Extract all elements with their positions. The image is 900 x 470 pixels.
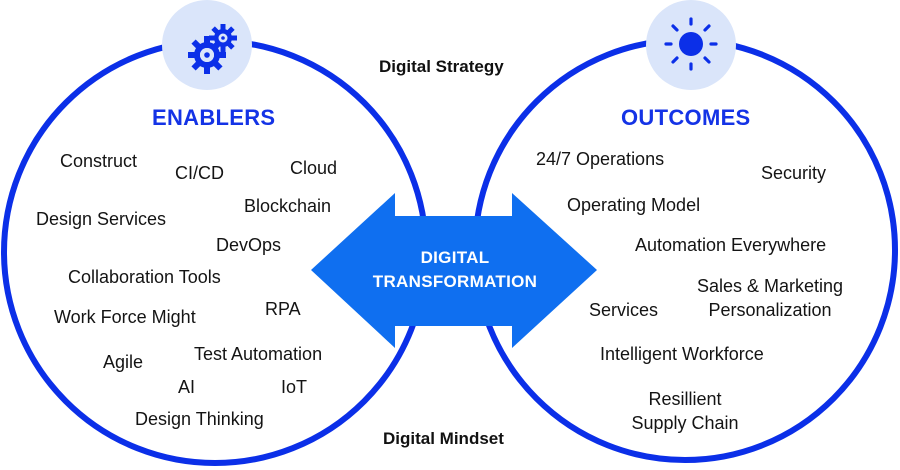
outcome-intelligent-workforce: Intelligent Workforce (600, 344, 764, 364)
arrow-label: DIGITAL TRANSFORMATION (340, 246, 570, 294)
enabler-iot: IoT (281, 377, 308, 397)
enabler-design-services: Design Services (36, 209, 167, 229)
enabler-rpa: RPA (265, 299, 301, 319)
outcome-security: Security (761, 163, 827, 183)
enabler-collaboration-tools: Collaboration Tools (68, 267, 221, 287)
enabler-blockchain: Blockchain (244, 196, 332, 216)
digital-strategy-label: Digital Strategy (379, 57, 504, 76)
outcome-automation-everywhere: Automation Everywhere (635, 235, 827, 255)
outcome-sales-marketing-personalization: Sales & Marketing Personalization (680, 275, 860, 321)
enabler-ai: AI (178, 377, 196, 397)
digital-mindset-label: Digital Mindset (383, 429, 504, 448)
outcome-supply-chain-line2: Supply Chain (631, 413, 739, 433)
enabler-design-thinking: Design Thinking (135, 409, 264, 429)
enabler-devops: DevOps (216, 235, 282, 255)
outcome-sales-marketing-line2: Personalization (708, 300, 832, 320)
arrow-label-line1: DIGITAL (420, 248, 490, 267)
outcome-services: Services (589, 300, 659, 320)
enabler-work-force-might: Work Force Might (54, 307, 196, 327)
enabler-test-automation: Test Automation (194, 344, 323, 364)
outcome-resillient-supply-chain: Resillient Supply Chain (610, 388, 760, 434)
arrow-label-line2: TRANSFORMATION (372, 272, 538, 291)
outcome-resillient-line1: Resillient (648, 389, 722, 409)
outcomes-title: OUTCOMES (621, 105, 751, 130)
enablers-title: ENABLERS (152, 105, 276, 130)
outcome-24-7-operations: 24/7 Operations (536, 149, 665, 169)
outcome-sales-marketing-line1: Sales & Marketing (696, 276, 844, 296)
transformation-arrow (311, 193, 597, 348)
outcome-operating-model: Operating Model (567, 195, 701, 215)
sun-icon (664, 17, 718, 71)
enabler-cloud: Cloud (290, 158, 338, 178)
enabler-agile: Agile (103, 352, 144, 372)
enabler-construct: Construct (60, 151, 138, 171)
gears-icon (188, 24, 237, 74)
enabler-ci-cd: CI/CD (175, 163, 224, 183)
